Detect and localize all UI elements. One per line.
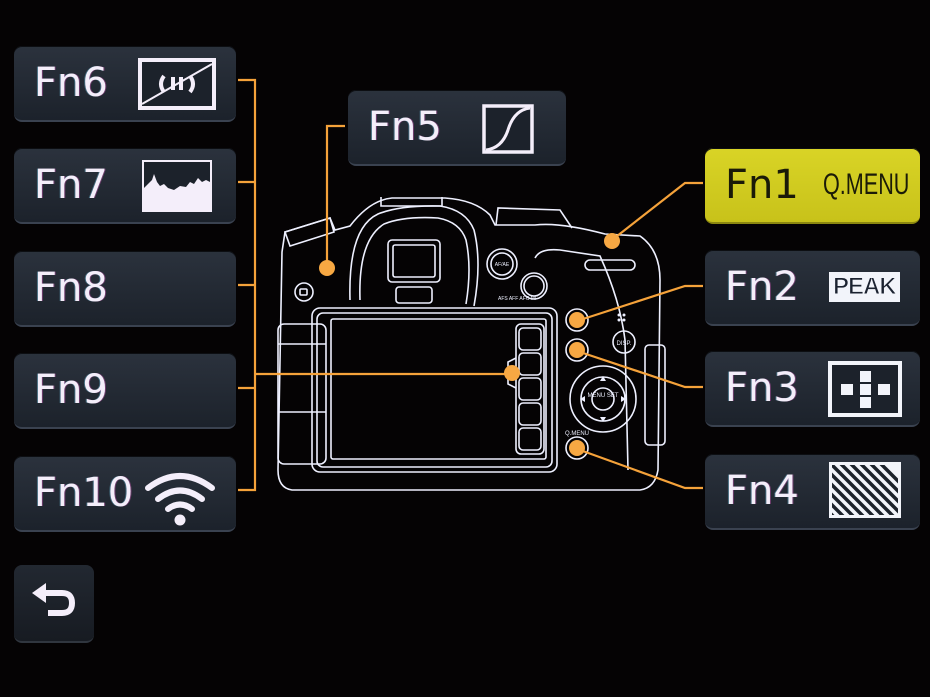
- af-area-icon: [828, 361, 902, 421]
- connector-lines: [238, 78, 703, 492]
- fn5-label: Fn5: [368, 104, 442, 150]
- fn6-label: Fn6: [34, 60, 108, 106]
- fn2-label: Fn2: [725, 264, 799, 310]
- stabilizer-off-icon: [138, 58, 216, 114]
- fn6-button[interactable]: Fn6: [14, 46, 236, 122]
- fn5-button[interactable]: Fn5: [348, 90, 566, 166]
- back-button[interactable]: [14, 565, 94, 643]
- fn1-label: Fn1: [725, 162, 799, 208]
- svg-text:MENU SET: MENU SET: [587, 393, 618, 399]
- fn8-button[interactable]: Fn8: [14, 251, 236, 327]
- fn2-button[interactable]: Fn2 PEAK: [705, 250, 920, 326]
- camera-outline: [277, 197, 666, 491]
- fn7-button[interactable]: Fn7: [14, 148, 236, 224]
- fn1-button[interactable]: Fn1 Q.MENU: [705, 148, 920, 224]
- button-markers: [319, 233, 620, 456]
- fn7-label: Fn7: [34, 162, 108, 208]
- return-arrow-icon: [30, 581, 78, 625]
- zebra-pattern-icon: [827, 460, 903, 524]
- camera-small-marks: MENU SET DISP. Q.MENU AF/AE AFS AFF AFC …: [495, 262, 632, 437]
- peaking-icon: PEAK: [829, 272, 900, 302]
- fn3-button[interactable]: Fn3: [705, 351, 920, 427]
- fn10-button[interactable]: Fn10: [14, 456, 236, 532]
- wifi-icon: [144, 470, 216, 530]
- fn10-label: Fn10: [34, 470, 134, 516]
- qmenu-label: Q.MENU: [823, 168, 910, 201]
- svg-text:AF/AE: AF/AE: [495, 262, 510, 268]
- fn8-label: Fn8: [34, 265, 108, 311]
- fn4-button[interactable]: Fn4: [705, 454, 920, 530]
- tone-curve-icon: [482, 104, 534, 158]
- fn3-label: Fn3: [725, 365, 799, 411]
- fn4-label: Fn4: [725, 468, 799, 514]
- fn9-label: Fn9: [34, 367, 108, 413]
- svg-text:Q.MENU: Q.MENU: [565, 431, 589, 437]
- fn9-button[interactable]: Fn9: [14, 353, 236, 429]
- svg-text:DISP.: DISP.: [617, 341, 632, 347]
- svg-text:AFS AFF AFC MF: AFS AFF AFC MF: [498, 296, 538, 302]
- histogram-icon: [142, 160, 212, 216]
